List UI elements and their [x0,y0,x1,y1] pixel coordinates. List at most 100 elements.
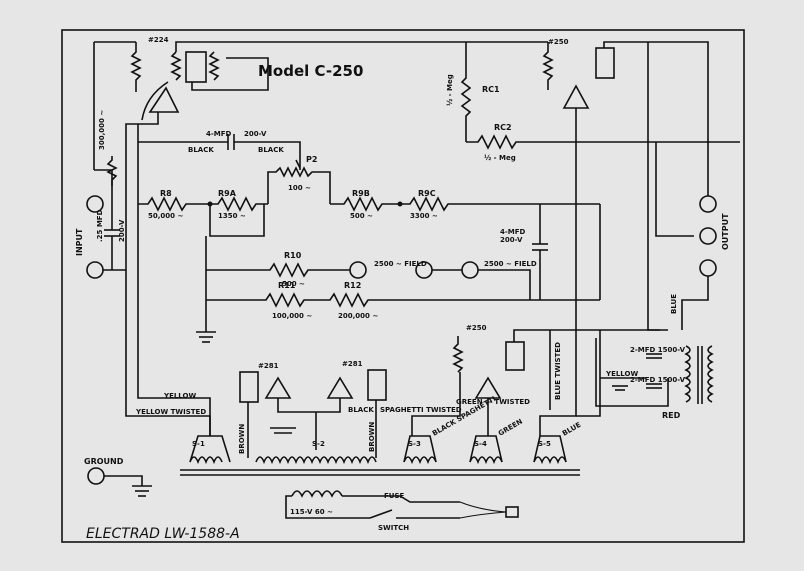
switch-contact[interactable] [369,509,393,519]
wire [576,330,601,417]
wire-spaghetti-label: SPAGHETTI TWISTED [380,406,462,414]
resistor-r9c [400,196,600,212]
rectifier-plate-right [367,369,387,401]
tube-224-filament [141,81,169,121]
power-plug[interactable] [505,506,519,518]
s2-label: S-2 [312,440,325,448]
wire [104,475,143,486]
wire [478,269,531,300]
wire [647,42,668,331]
rc2-value: ½ - Meg [484,154,516,162]
s5-label: S-5 [538,440,551,448]
wire [175,41,548,52]
mains-label: 115-V 60 ~ [290,508,333,516]
diagram-border [61,29,745,543]
wire [125,112,159,280]
s4-label: S-4 [474,440,487,448]
r10-value: 500 ~ [282,280,305,288]
cap-mid-value-a: 4-MFD [500,228,526,236]
r9b-name: R9B [352,189,370,198]
resistor-input-value: 300,000 ~ [98,110,106,150]
wire [681,276,709,330]
tube-250-top-symbol [562,84,590,109]
cap-out-value-a: 2-MFD 1500-V [630,346,686,354]
wire [411,372,461,436]
tube-250-bottom-label: #250 [466,324,487,332]
rc2-name: RC2 [494,123,512,132]
switch-label: SWITCH [378,524,409,532]
output-terminal-2[interactable] [699,227,717,245]
potentiometer-p2 [267,166,331,204]
resistor-rc1 [460,42,472,142]
output-transformer-winding [684,345,691,403]
input-label: INPUT [75,228,84,256]
p2-name: P2 [306,155,317,164]
ground-terminal[interactable] [87,467,105,485]
input-terminal-2[interactable] [86,261,104,279]
wire [603,41,709,196]
r8-value: 50,000 ~ [148,212,183,220]
output-transformer-winding [707,345,714,403]
output-terminal-1[interactable] [699,195,717,213]
resistor-250-bottom [452,336,464,373]
wire-black-label: BLACK [188,146,214,154]
field-terminal-3[interactable] [461,261,479,279]
r9a-name: R9A [218,189,237,198]
input-terminal-1[interactable] [86,195,104,213]
rc1-value: ½ - Meg [446,74,454,106]
wire-blue-label: BLUE [670,294,678,314]
wire [137,204,211,436]
rectifier-plate-left [239,371,259,403]
cap-input-value-a: .25 MFD [96,209,104,242]
r9c-name: R9C [418,189,436,198]
r9c-value: 3300 ~ [410,212,438,220]
wire [191,57,269,91]
junction [397,201,403,207]
tube-281-right-symbol [326,376,354,399]
wire-black-label-2: BLACK [258,146,284,154]
output-terminal-3[interactable] [699,259,717,277]
p2-value: 100 ~ [288,184,311,192]
pot-wiper [295,159,301,169]
wire-green-label: GREEN [497,417,524,437]
output-label: OUTPUT [721,213,730,250]
power-cord [459,501,507,519]
wire-red-label: RED [662,411,681,420]
wire [277,398,341,413]
resistor-r10 [206,262,350,278]
winding-s1 [189,435,231,465]
wire [209,204,265,237]
r9a-value: 1350 ~ [218,212,246,220]
tube-281-right-label: #281 [342,360,363,368]
fuse-label: FUSE [384,492,405,500]
tube-224-label: #224 [148,36,169,44]
tube-281-left-symbol [264,376,292,399]
wire [539,400,577,436]
coil-winding [208,51,220,81]
cap-input-value-b: 200-V [118,219,126,242]
wire-blue-label-2: BLUE [561,421,583,438]
wire [595,338,669,407]
winding-s4 [469,435,503,465]
wire [342,495,460,503]
field-terminal-1[interactable] [349,261,367,279]
cap-top-value-a: 4-MFD [206,130,232,138]
ground-label: GROUND [84,457,124,466]
wire-black-label-3: BLACK [348,406,374,414]
wire-yellow-label: YELLOW [163,392,196,400]
r12-name: R12 [344,281,361,290]
coil-winding [170,51,182,81]
wire [513,329,660,342]
cap-mid-value-b: 200-V [500,236,523,244]
tube-224-symbol [148,86,180,113]
wire [94,169,113,230]
tube-250-top-plate [595,47,615,79]
resistor-rc2 [466,134,740,150]
primary-winding [291,490,343,498]
r11-name: R11 [278,281,296,290]
s3-label: S-3 [408,440,421,448]
choke-coil [185,51,207,83]
r10-name: R10 [284,251,302,260]
cap-out-value-b: 2-MFD 1500-V [630,376,686,384]
